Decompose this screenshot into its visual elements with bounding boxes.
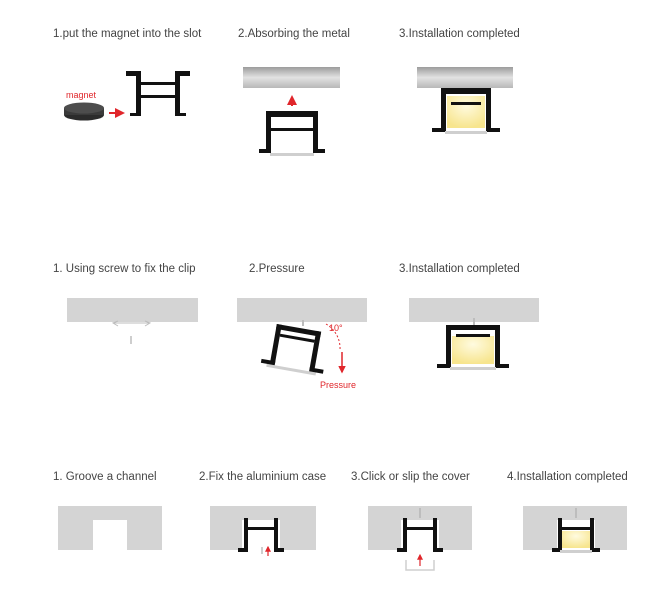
profile-with-magnet-icon [259, 111, 325, 153]
step-label-magnet-3: 3.Installation completed [399, 28, 520, 40]
angle-arc [325, 323, 341, 351]
metal-plate [243, 67, 340, 88]
empty-profile-icon [126, 71, 190, 116]
ceiling-panel [67, 298, 198, 322]
magnet-annotation: magnet [66, 90, 97, 100]
step-label-clip-2: 2.Pressure [249, 263, 305, 275]
clip-icon [111, 320, 152, 344]
ceiling-panel [237, 298, 367, 322]
aluminium-case-icon [238, 518, 284, 552]
grooved-ceiling [58, 506, 162, 550]
step-label-magnet-2: 2.Absorbing the metal [238, 28, 350, 40]
angle-annotation: 10° [329, 323, 343, 333]
installed-profile-icon [437, 325, 509, 370]
step-label-recessed-2: 2.Fix the aluminium case [199, 471, 327, 483]
metal-plate [417, 67, 513, 88]
installed-profile-icon [552, 518, 600, 553]
cover-icon [405, 560, 435, 571]
step-label-recessed-1: 1. Groove a channel [53, 471, 157, 483]
magnet-disc-icon [64, 102, 104, 121]
tilted-profile-icon [260, 323, 324, 376]
step-label-recessed-4: 4.Installation completed [507, 471, 628, 483]
step-label-clip-1: 1. Using screw to fix the clip [53, 263, 196, 275]
step-label-magnet-1: 1.put the magnet into the slot [53, 28, 202, 40]
aluminium-case-icon [397, 518, 443, 552]
installed-profile-icon [432, 88, 500, 134]
diffuser-cover [270, 153, 314, 156]
step-label-recessed-3: 3.Click or slip the cover [351, 471, 470, 483]
pressure-annotation: Pressure [320, 380, 357, 390]
step-label-clip-3: 3.Installation completed [399, 263, 520, 275]
